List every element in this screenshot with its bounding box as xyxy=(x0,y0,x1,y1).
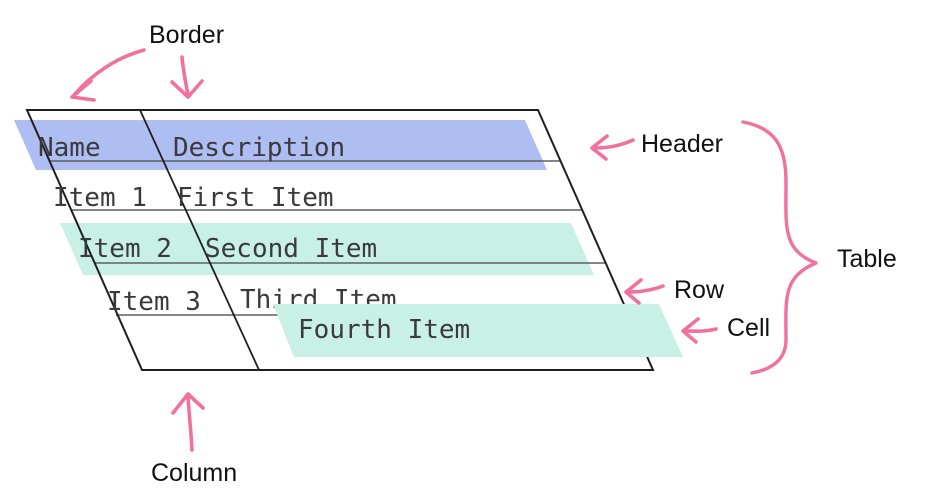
cell-item-3: Item 3 xyxy=(107,287,201,317)
table-label: Table xyxy=(837,245,897,273)
cell-arrow-icon xyxy=(681,317,718,344)
header-label: Header xyxy=(641,130,723,158)
border-label: Border xyxy=(149,21,225,49)
header-arrow-icon xyxy=(590,134,635,161)
cell-highlight xyxy=(273,304,683,357)
row-arrow-icon xyxy=(624,278,665,305)
cell-first-item: First Item xyxy=(177,183,334,213)
cell-third-item: Third Item xyxy=(240,285,397,315)
cell-second-item: Second Item xyxy=(205,234,378,264)
border-arrow-down-icon xyxy=(170,55,204,99)
cell-label: Cell xyxy=(727,314,771,342)
column-label: Column xyxy=(151,459,238,487)
column-arrow-icon xyxy=(171,392,205,452)
header-cell-description: Description xyxy=(173,133,346,163)
row-label: Row xyxy=(674,276,725,304)
table-border-outline xyxy=(25,109,655,371)
header-cell-name: Name xyxy=(38,133,101,163)
header-row-highlight xyxy=(14,120,547,170)
column-divider-line xyxy=(139,109,260,371)
cell-item-2: Item 2 xyxy=(78,234,172,264)
table-brace-icon xyxy=(741,120,818,375)
cell-item-1: Item 1 xyxy=(53,183,147,213)
cell-fourth-item: Fourth Item xyxy=(298,315,471,345)
row-highlight xyxy=(60,223,594,275)
border-arrow-left-icon xyxy=(70,48,146,102)
